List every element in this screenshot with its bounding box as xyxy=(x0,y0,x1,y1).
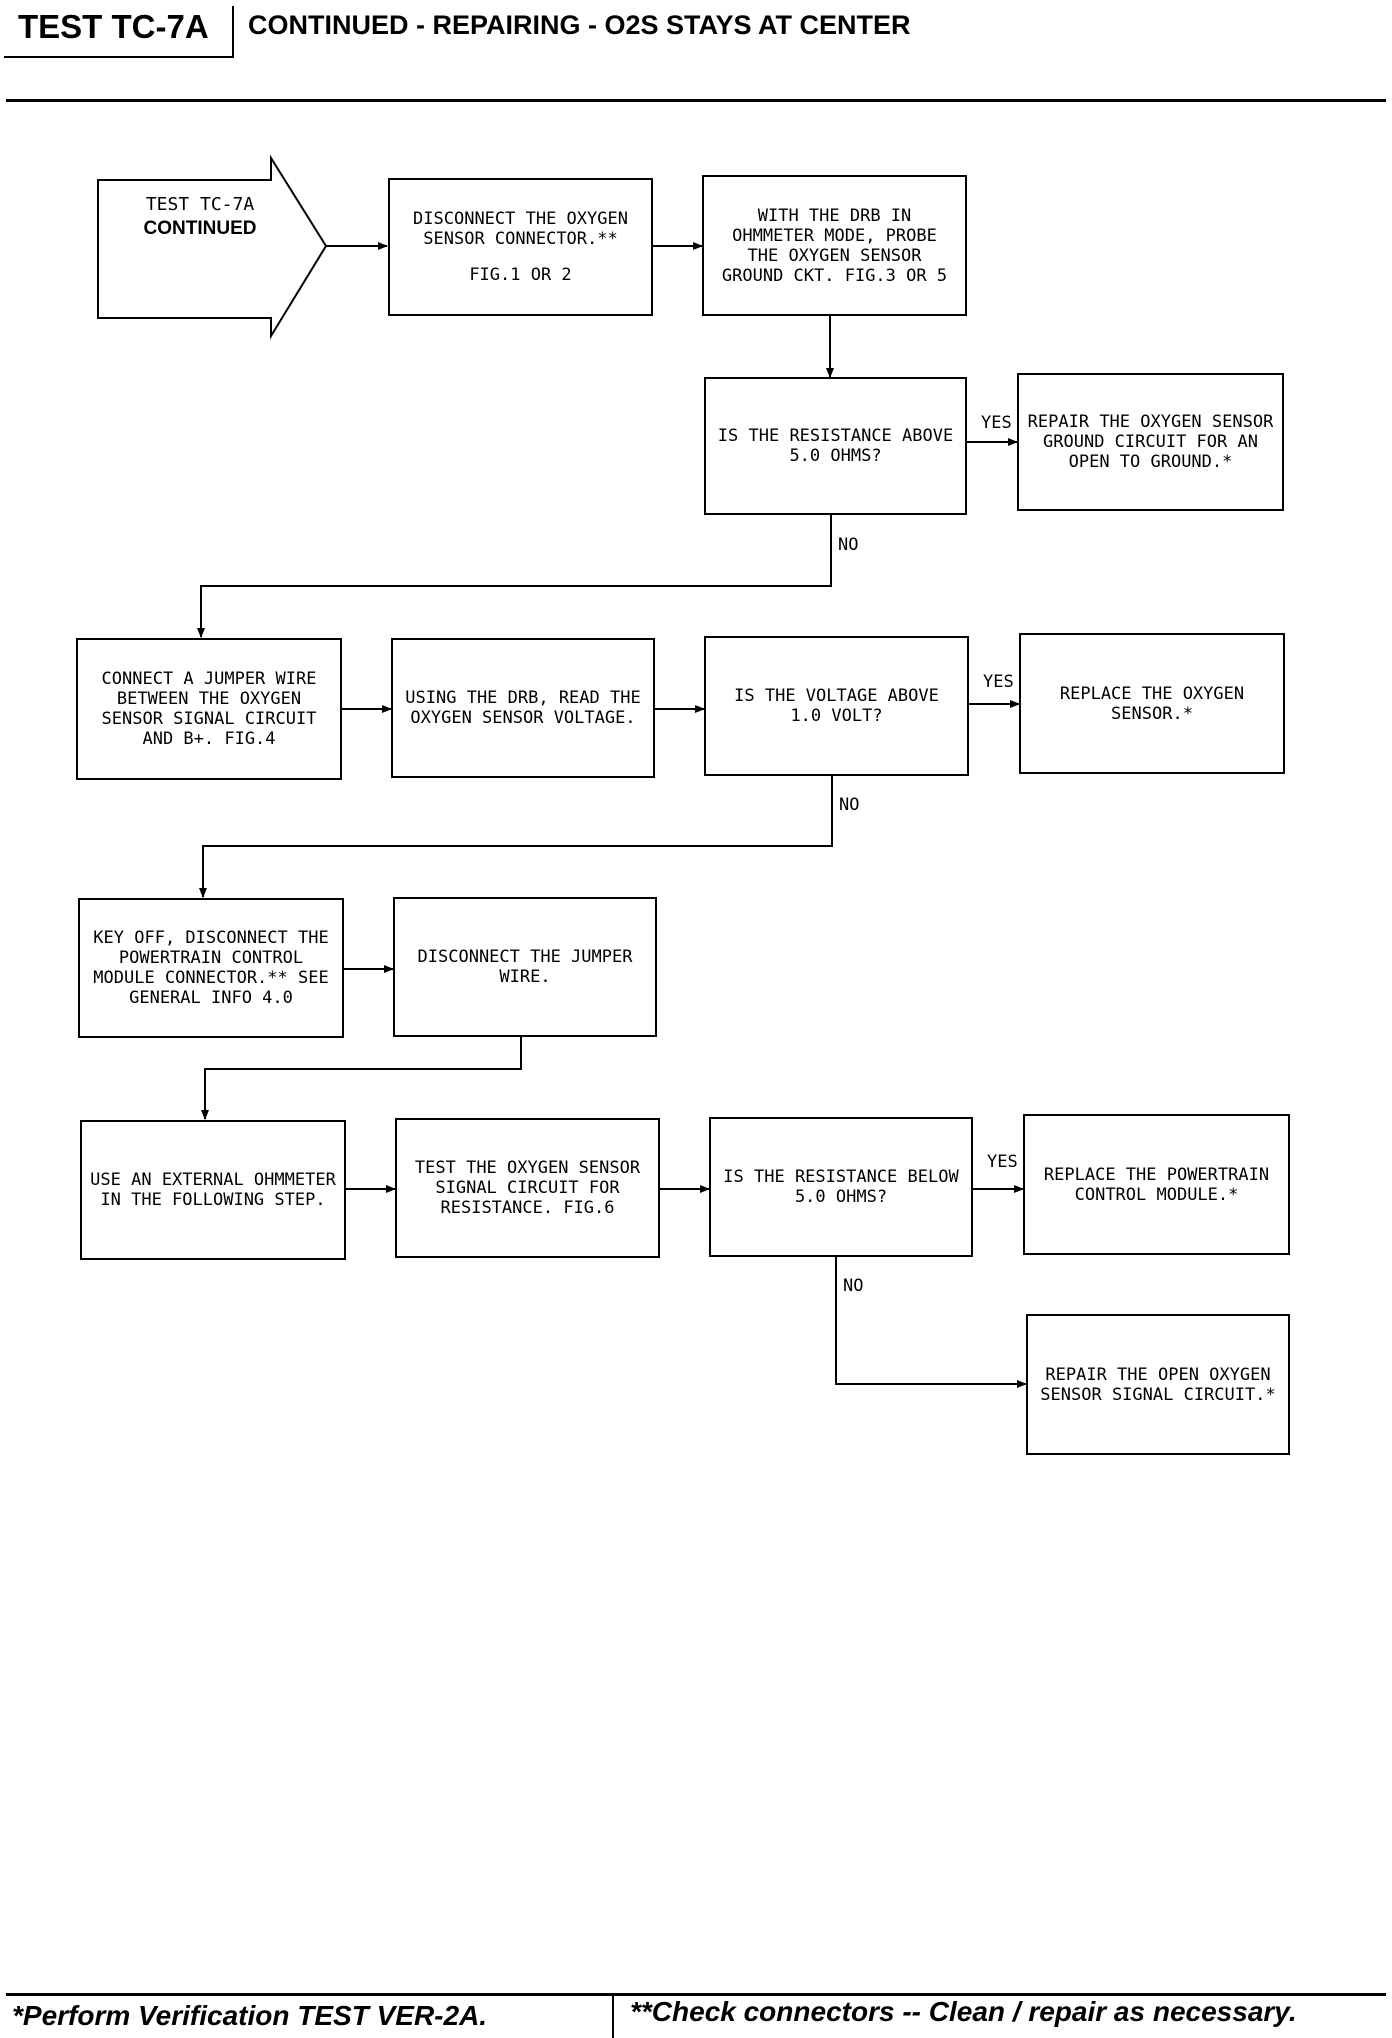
header-underline xyxy=(4,56,233,58)
step-text: REPLACE THE POWERTRAIN CONTROL MODULE.* xyxy=(1043,1164,1270,1205)
step-text: USING THE DRB, READ THE OXYGEN SENSOR VO… xyxy=(405,688,641,728)
step-probe-ground-circuit: WITH THE DRB IN OHMMETER MODE, PROBE THE… xyxy=(702,175,967,316)
yes-label: YES xyxy=(983,672,1014,692)
decision-voltage-above: IS THE VOLTAGE ABOVE 1.0 VOLT? xyxy=(704,636,969,776)
step-replace-pcm: REPLACE THE POWERTRAIN CONTROL MODULE.* xyxy=(1023,1114,1290,1255)
step-text: IS THE RESISTANCE BELOW 5.0 OHMS? xyxy=(723,1167,959,1207)
start-line-2: CONTINUED xyxy=(143,218,257,239)
yes-label: YES xyxy=(981,413,1012,433)
start-line-1: TEST TC-7A xyxy=(145,194,255,215)
footer-verification-note: *Perform Verification TEST VER-2A. xyxy=(12,2000,488,2031)
step-repair-open-signal-circuit: REPAIR THE OPEN OXYGEN SENSOR SIGNAL CIR… xyxy=(1026,1314,1290,1455)
step-text: IS THE RESISTANCE ABOVE 5.0 OHMS? xyxy=(717,426,954,466)
step-key-off-disconnect-pcm: KEY OFF, DISCONNECT THE POWERTRAIN CONTR… xyxy=(78,898,344,1038)
step-test-signal-circuit: TEST THE OXYGEN SENSOR SIGNAL CIRCUIT FO… xyxy=(395,1118,660,1258)
step-replace-oxygen-sensor: REPLACE THE OXYGEN SENSOR.* xyxy=(1019,633,1285,774)
footer-connector-note: **Check connectors -- Clean / repair as … xyxy=(630,1996,1297,2027)
step-text: WITH THE DRB IN OHMMETER MODE, PROBE THE… xyxy=(721,205,948,286)
step-text: IS THE VOLTAGE ABOVE 1.0 VOLT? xyxy=(734,686,939,726)
connector-question3-no xyxy=(835,1257,1027,1388)
no-label: NO xyxy=(843,1276,864,1296)
step-disconnect-jumper-wire: DISCONNECT THE JUMPER WIRE. xyxy=(393,897,657,1037)
footer-rule xyxy=(6,1993,1386,1996)
step-text: CONNECT A JUMPER WIRE BETWEEN THE OXYGEN… xyxy=(101,669,317,749)
step-text: DISCONNECT THE OXYGEN SENSOR CONNECTOR.*… xyxy=(413,209,628,249)
step-text: REPLACE THE OXYGEN SENSOR.* xyxy=(1059,683,1245,724)
figure-reference: FIG.1 OR 2 xyxy=(469,265,572,285)
step-text: TEST THE OXYGEN SENSOR SIGNAL CIRCUIT FO… xyxy=(414,1158,641,1218)
step-text: REPAIR THE OXYGEN SENSOR GROUND CIRCUIT … xyxy=(1027,412,1274,472)
connector-question1-no xyxy=(197,515,832,638)
test-id: TEST TC-7A xyxy=(18,8,209,45)
no-label: NO xyxy=(839,795,860,815)
step-connect-jumper-wire: CONNECT A JUMPER WIRE BETWEEN THE OXYGEN… xyxy=(76,638,342,780)
no-label: NO xyxy=(838,535,859,555)
step-text: DISCONNECT THE JUMPER WIRE. xyxy=(417,947,633,987)
decision-resistance-below: IS THE RESISTANCE BELOW 5.0 OHMS? xyxy=(709,1117,973,1257)
page-title: CONTINUED - REPAIRING - O2S STAYS AT CEN… xyxy=(248,10,911,40)
step-read-sensor-voltage: USING THE DRB, READ THE OXYGEN SENSOR VO… xyxy=(391,638,655,778)
step-text: KEY OFF, DISCONNECT THE POWERTRAIN CONTR… xyxy=(93,928,329,1008)
header-separator xyxy=(232,6,234,58)
header-rule xyxy=(6,99,1386,102)
footer-separator xyxy=(612,1995,614,2038)
step-repair-ground-circuit: REPAIR THE OXYGEN SENSOR GROUND CIRCUIT … xyxy=(1017,373,1284,511)
connector-question2-no xyxy=(199,776,833,898)
yes-label: YES xyxy=(987,1152,1018,1172)
step-use-external-ohmmeter: USE AN EXTERNAL OHMMETER IN THE FOLLOWIN… xyxy=(80,1120,346,1260)
decision-resistance-above: IS THE RESISTANCE ABOVE 5.0 OHMS? xyxy=(704,377,967,515)
step-text: REPAIR THE OPEN OXYGEN SENSOR SIGNAL CIR… xyxy=(1040,1364,1276,1405)
step-disconnect-oxygen-sensor: DISCONNECT THE OXYGEN SENSOR CONNECTOR.*… xyxy=(388,178,653,316)
start-label: TEST TC-7A CONTINUED xyxy=(100,193,300,241)
start-arrow-shape xyxy=(97,154,328,340)
step-text: USE AN EXTERNAL OHMMETER IN THE FOLLOWIN… xyxy=(90,1170,336,1210)
connector-disconnect-jumper-to-ohmmeter xyxy=(201,1037,522,1120)
